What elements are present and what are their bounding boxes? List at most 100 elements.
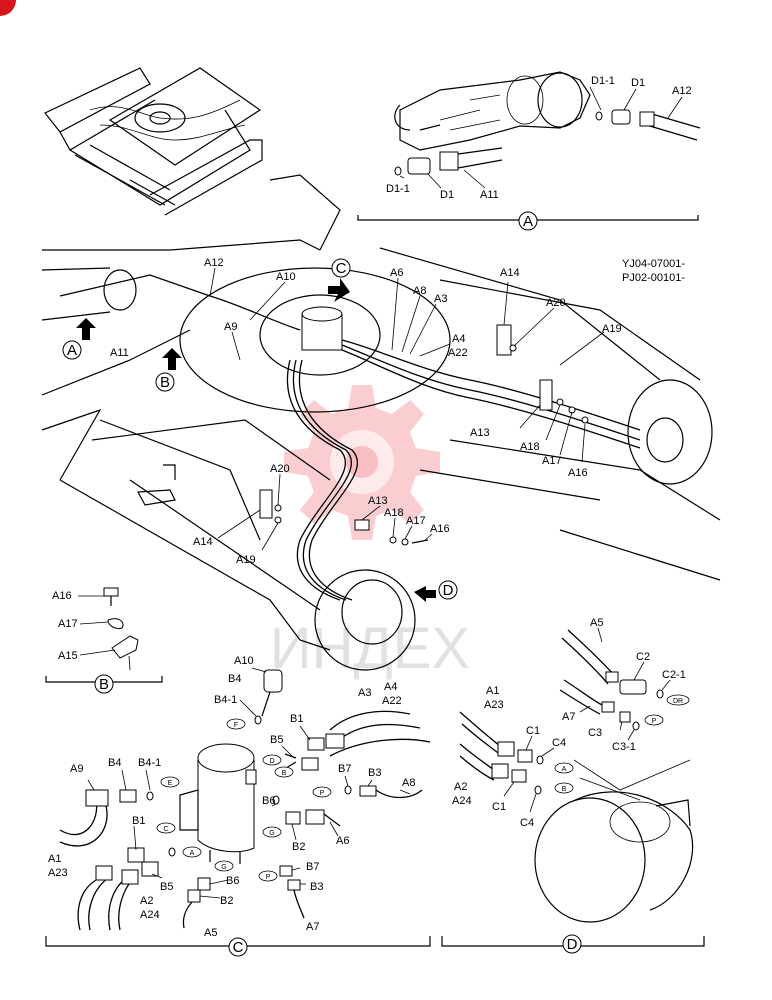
fitting-b2-lower	[187, 889, 201, 903]
view-d-labels: A5 C2 C2-1 A7 C3 C3-1 A1 A23 C1 C4 A2 A2…	[452, 617, 686, 829]
view-d-inset	[441, 627, 705, 947]
port-oval-d: D	[269, 758, 274, 765]
port-oval-e: E	[168, 780, 173, 787]
label-a13: A13	[470, 427, 490, 439]
fitting-b3-lower	[287, 879, 301, 891]
arrow-to-b	[162, 348, 182, 370]
label-b2: B2	[220, 895, 233, 907]
o-ring-d1-1-lower	[394, 166, 402, 176]
label-a24: A24	[140, 909, 160, 921]
view-c-ovals: F D B E P C G A G P	[156, 718, 332, 882]
view-a-marker-letter: A	[523, 213, 533, 230]
label-b5: B5	[160, 881, 173, 893]
label-d1-1: D1-1	[386, 183, 410, 195]
label-a17: A17	[58, 618, 78, 630]
watermark-text: ИНДЕХ	[270, 616, 470, 681]
label-a3: A3	[434, 293, 447, 305]
corner-badge	[0, 0, 16, 16]
label-a3: A3	[358, 687, 371, 699]
label-a2: A2	[454, 781, 467, 793]
fitting-a6	[305, 809, 325, 825]
fitting-a9	[85, 789, 109, 807]
label-d1-1: D1-1	[591, 75, 615, 87]
label-c1: C1	[492, 801, 506, 813]
port-oval-f: F	[234, 722, 238, 729]
label-b4: B4	[228, 673, 241, 685]
fitting-b7-lower	[279, 865, 293, 877]
view-b-marker-letter: B	[99, 676, 109, 693]
arrow-to-a	[76, 318, 96, 340]
label-a8: A8	[413, 285, 426, 297]
label-b3: B3	[310, 881, 323, 893]
label-a18: A18	[384, 507, 404, 519]
fitting-b1-lower	[127, 847, 145, 863]
washer-a17	[107, 618, 124, 629]
label-c3: C3	[588, 727, 602, 739]
label-a12: A12	[672, 85, 692, 97]
marker-c: C	[336, 260, 347, 277]
port-oval-g: G	[221, 864, 226, 871]
arrow-to-c	[328, 278, 350, 302]
fitting-b5-lower	[141, 861, 159, 877]
label-a5: A5	[590, 617, 603, 629]
label-a19: A19	[602, 323, 622, 335]
hose-end-a11	[439, 151, 459, 171]
label-a14: A14	[500, 267, 520, 279]
label-a11: A11	[110, 347, 129, 359]
label-a23: A23	[48, 867, 68, 879]
label-a2: A2	[140, 895, 153, 907]
marker-a: A	[67, 342, 77, 359]
travel-motor-view-d	[534, 797, 646, 923]
label-b4: B4	[108, 757, 121, 769]
port-oval-a: A	[190, 850, 195, 857]
marker-d: D	[443, 582, 454, 599]
view-d-marker-letter: D	[567, 936, 578, 953]
label-b6: B6	[262, 795, 275, 807]
label-b1: B1	[290, 713, 303, 725]
label-a22: A22	[382, 695, 402, 707]
port-oval-b: B	[282, 770, 287, 777]
bracket-a14-lower	[259, 489, 273, 519]
bracket-a13-upper	[539, 379, 553, 411]
label-a24: A24	[452, 795, 472, 807]
view-b-marker: B	[94, 674, 114, 694]
view-c-marker: C	[228, 937, 248, 957]
label-a1: A1	[486, 685, 499, 697]
left-travel-motor	[314, 569, 416, 671]
label-a1: A1	[48, 853, 61, 865]
label-b4-1: B4-1	[214, 694, 237, 706]
label-c4: C4	[552, 737, 566, 749]
label-a16: A16	[430, 523, 450, 535]
label-a22: A22	[448, 347, 468, 359]
fitting-c1-upper	[517, 749, 533, 763]
fitting-b5-upper	[301, 757, 319, 771]
undercarriage-overview-illustration	[44, 67, 263, 216]
arrow-to-d	[414, 586, 436, 602]
fitting-b2-upper	[285, 811, 301, 825]
label-d1: D1	[440, 189, 454, 201]
label-a5: A5	[204, 927, 217, 939]
label-b1: B1	[132, 815, 145, 827]
port-oval-c: C	[163, 826, 168, 833]
watermark-logo	[284, 385, 440, 540]
main-assembly-illustration	[41, 174, 721, 671]
document-code-1: YJ04-07001-	[622, 258, 685, 270]
fitting-b4-left	[119, 789, 137, 803]
label-a23: A23	[484, 699, 504, 711]
main-view-markers: C A B D	[62, 258, 458, 600]
view-b-inset	[45, 587, 163, 683]
label-a7: A7	[562, 711, 575, 723]
label-a8: A8	[402, 777, 415, 789]
right-travel-motor	[627, 379, 713, 485]
port-oval-p: P	[320, 790, 325, 797]
label-a14: A14	[193, 536, 213, 548]
label-a19: A19	[236, 554, 256, 566]
label-a16: A16	[568, 467, 588, 479]
label-a6: A6	[390, 267, 403, 279]
label-a11: A11	[480, 189, 499, 201]
label-c3-1: C3-1	[612, 741, 636, 753]
port-oval-dr: DR	[673, 698, 683, 705]
bolt-head-a16	[103, 587, 119, 597]
o-ring-d1-1-upper	[595, 111, 603, 121]
label-a10: A10	[234, 655, 254, 667]
